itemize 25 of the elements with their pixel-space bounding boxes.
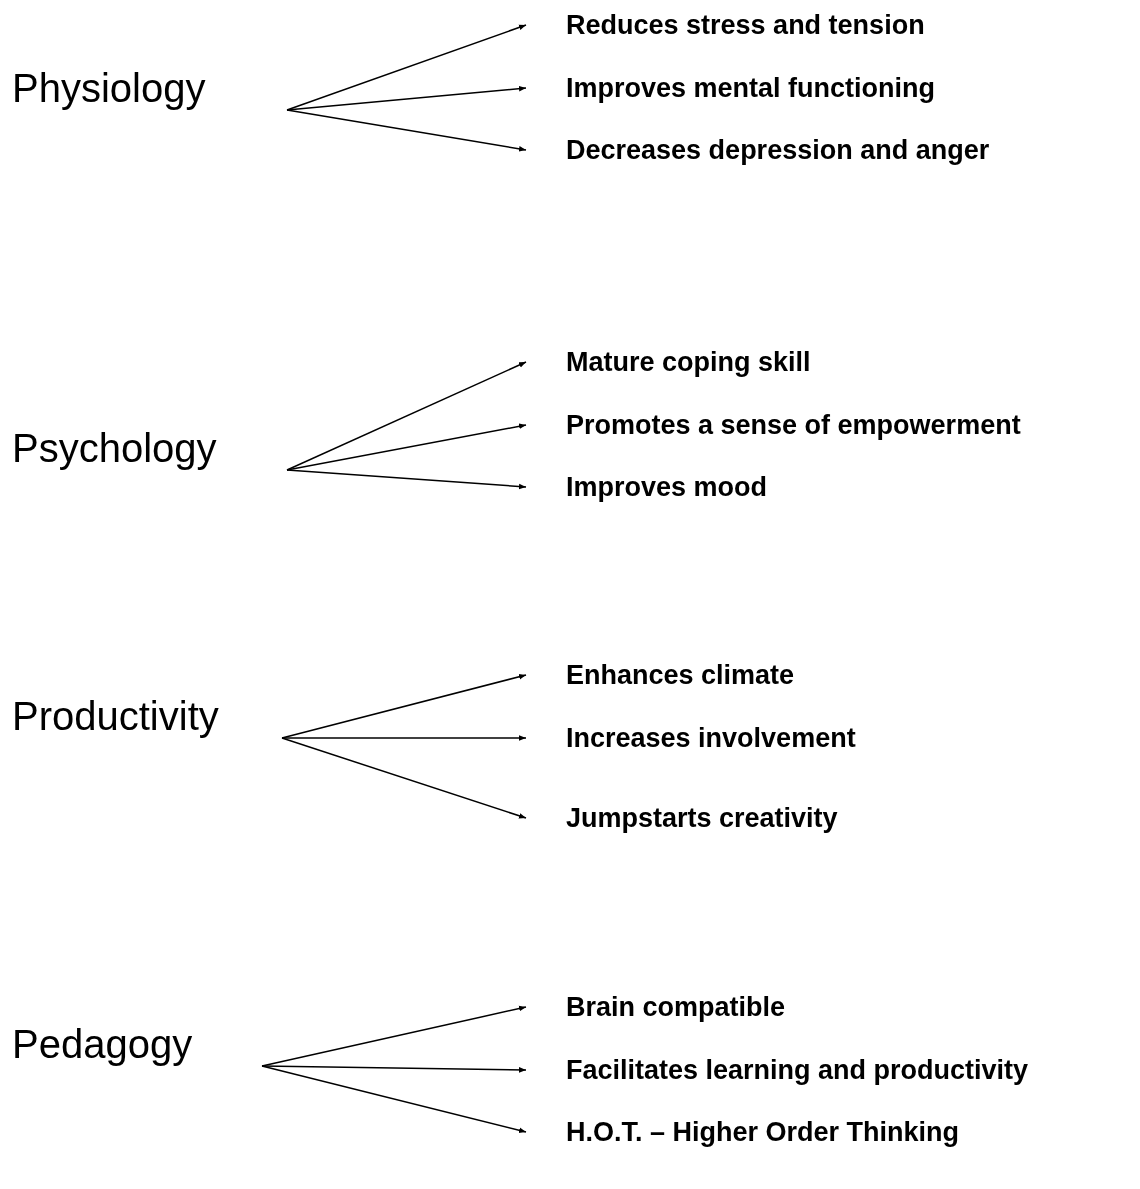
arrow: [286, 361, 527, 471]
benefit-text: Improves mood: [566, 471, 768, 503]
arrow: [286, 24, 527, 111]
category-heading: Physiology: [12, 65, 206, 111]
benefit-text: Enhances climate: [566, 659, 795, 691]
arrow: [286, 85, 527, 111]
arrow: [281, 735, 527, 741]
benefit-text: Increases involvement: [566, 722, 856, 754]
arrow: [261, 1065, 527, 1073]
benefit-text: Mature coping skill: [566, 346, 811, 378]
benefit-text: Jumpstarts creativity: [566, 802, 838, 834]
benefit-text: Decreases depression and anger: [566, 134, 990, 166]
arrow: [261, 1065, 527, 1133]
benefit-text: Improves mental functioning: [566, 72, 936, 104]
arrow: [286, 109, 527, 152]
benefit-text: H.O.T. – Higher Order Thinking: [566, 1116, 960, 1148]
category-heading: Psychology: [12, 425, 217, 471]
arrow: [281, 737, 527, 819]
category-heading: Pedagogy: [12, 1021, 193, 1067]
benefit-text: Brain compatible: [566, 991, 786, 1023]
benefit-text: Facilitates learning and productivity: [566, 1054, 1029, 1086]
benefit-text: Reduces stress and tension: [566, 9, 925, 41]
category-heading: Productivity: [12, 693, 219, 739]
benefit-text: Promotes a sense of empowerment: [566, 409, 1021, 441]
arrow: [286, 469, 527, 490]
